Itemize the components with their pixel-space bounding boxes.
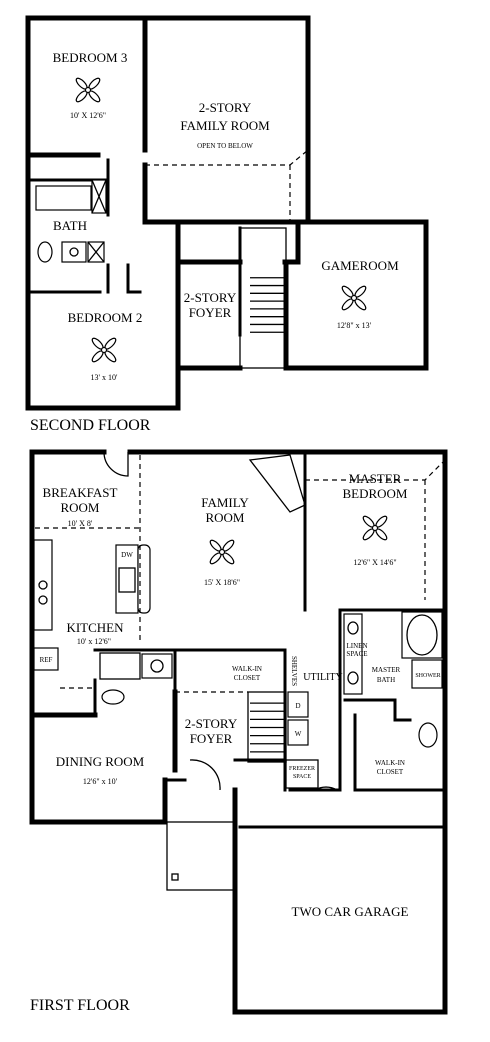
stairs	[239, 227, 287, 369]
bath-toilet	[37, 241, 53, 263]
foyer1-label-2: FOYER	[190, 731, 233, 746]
family-room-label-1: 2-STORY	[199, 100, 252, 115]
bathtub	[35, 185, 92, 211]
breakfast-label-2: ROOM	[60, 500, 99, 515]
kitchen-sink	[118, 567, 136, 593]
front-door	[189, 759, 221, 791]
master-bath-label-2: BATH	[377, 676, 395, 684]
refrigerator-label: REF	[40, 656, 53, 664]
gameroom-dim: 12'8" x 13'	[337, 321, 372, 330]
breakfast-dim: 10' X 8'	[68, 519, 93, 528]
breakfast-label-1: BREAKFAST	[43, 485, 118, 500]
dining-wall	[29, 712, 168, 825]
garage-wall	[232, 787, 448, 1015]
linen-label-2: SPACE	[346, 650, 367, 658]
kitchen-counter	[33, 539, 53, 631]
master-bath-label-1: MASTER	[372, 666, 401, 674]
stair-treads	[250, 277, 286, 333]
kitchen-dim: 10' x 12'6"	[77, 637, 111, 646]
gameroom-label: GAMEROOM	[321, 258, 399, 273]
fireplace	[248, 454, 306, 513]
bedroom3-dim: 10' X 12'6"	[70, 111, 106, 120]
master-walkin-label-1: WALK-IN	[375, 759, 405, 767]
bedroom2-dim: 13' x 10'	[91, 373, 118, 382]
refrigerator	[33, 647, 59, 671]
bath-label: BATH	[53, 218, 87, 233]
master-tub	[401, 611, 443, 659]
dishwasher-label: DW	[121, 551, 133, 559]
walkin-label-2: CLOSET	[234, 674, 261, 682]
master-dim: 12'6" X 14'6"	[353, 558, 396, 567]
garage-label: TWO CAR GARAGE	[292, 904, 409, 919]
bedroom2-label: BEDROOM 2	[68, 310, 143, 325]
powder-sink	[141, 653, 173, 679]
master-outer-wall	[302, 449, 448, 833]
bedroom3-label: BEDROOM 3	[53, 50, 128, 65]
foyer2-label-2: FOYER	[189, 305, 232, 320]
master-label-2: BEDROOM	[342, 486, 407, 501]
freezer-space	[285, 759, 319, 789]
washer-label: W	[295, 730, 302, 738]
first-floor-plan: REF DW D W	[29, 449, 448, 1015]
dryer	[287, 691, 309, 718]
first-floor-title: FIRST FLOOR	[30, 997, 130, 1014]
stair-treads	[250, 702, 286, 753]
fan-hub	[218, 548, 226, 556]
shelves-label: SHELVES	[290, 656, 298, 686]
linen-label-1: LINEN	[347, 642, 368, 650]
fan-hub	[84, 86, 92, 94]
fan-hub	[100, 346, 108, 354]
fan-hub	[371, 524, 379, 532]
island-bar	[137, 544, 151, 614]
washer	[287, 719, 309, 746]
freezer-label-1: FREEZER	[289, 766, 315, 772]
ceiling-fan-icon	[341, 285, 367, 311]
gameroom-wall	[283, 219, 429, 371]
ceiling-fan-icon	[91, 337, 117, 363]
freezer-label-2: SPACE	[293, 774, 311, 780]
hall-wall	[175, 219, 243, 265]
bath-sink	[61, 241, 87, 263]
ceiling-fan-icon	[75, 77, 101, 103]
master-walkin-label-2: CLOSET	[377, 768, 404, 776]
foyer1-label-1: 2-STORY	[185, 716, 238, 731]
walkin-label-1: WALK-IN	[232, 665, 262, 673]
family-room-rail	[145, 149, 309, 166]
dining-label: DINING ROOM	[56, 754, 145, 769]
ceiling-fan-icon	[362, 515, 388, 541]
family-label-2: ROOM	[205, 510, 244, 525]
porch	[166, 821, 236, 891]
family-room-note: OPEN TO BELOW	[197, 142, 253, 150]
family-room-label-2: FAMILY ROOM	[180, 118, 270, 133]
dining-dim: 12'6" x 10'	[83, 777, 118, 786]
foyer2-label-1: 2-STORY	[184, 290, 237, 305]
second-floor-title: SECOND FLOOR	[30, 417, 151, 434]
master-toilet	[418, 722, 438, 748]
utility-label: UTILITY	[303, 672, 342, 683]
fan-hub	[350, 294, 358, 302]
breakfast-door	[103, 451, 129, 477]
dryer-label: D	[295, 702, 300, 710]
bedroom3-wall	[25, 15, 148, 153]
master-shower	[411, 659, 443, 689]
master-label-1: MASTER	[349, 471, 402, 486]
family-dim: 15' X 18'6"	[204, 578, 240, 587]
powder-toilet	[101, 689, 125, 705]
kitchen-label: KITCHEN	[66, 620, 124, 635]
family-label-1: FAMILY	[201, 495, 249, 510]
hall-wall-2	[282, 219, 301, 265]
bedroom2-wall	[25, 259, 181, 411]
shower-label: SHOWER	[415, 673, 440, 679]
second-floor-plan: BEDROOM 3 10' X 12'6" 2-STORY FAMILY ROO…	[25, 15, 429, 411]
ceiling-fan-icon	[209, 539, 235, 565]
